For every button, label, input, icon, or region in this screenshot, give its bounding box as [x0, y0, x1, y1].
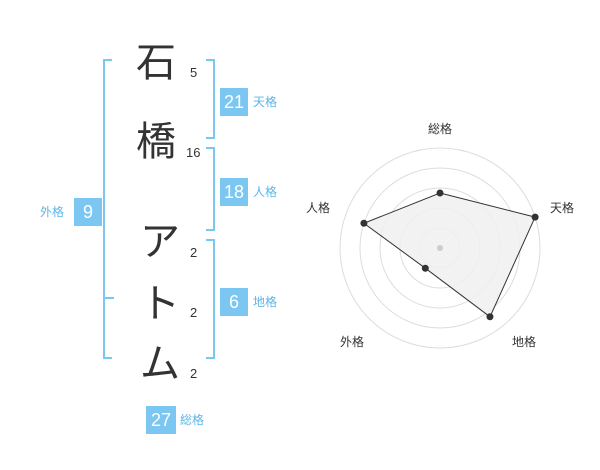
radar-axis-label-tenkaku: 天格: [550, 200, 574, 215]
stroke-count-3: 2: [190, 245, 198, 260]
radar-point: [436, 189, 444, 197]
radar-axis-label-jinkaku: 人格: [306, 200, 330, 215]
radar-point: [421, 264, 429, 272]
name-char-3: ア: [140, 219, 180, 265]
radar-shape: [362, 192, 536, 318]
stroke-count-2: 16: [186, 145, 201, 160]
stroke-count-1: 5: [190, 65, 198, 80]
name-char-2: 橋: [136, 119, 176, 165]
jinkaku-label: 人格: [253, 185, 278, 199]
radar-ring: [339, 147, 541, 349]
tenkaku-label: 天格: [253, 95, 278, 109]
chikaku-label: 地格: [253, 295, 278, 309]
radar-point: [531, 213, 539, 221]
gaikaku-bracket: [103, 59, 112, 359]
radar-axis-label-gaikaku: 外格: [340, 334, 364, 349]
tenkaku-value: 21: [220, 88, 248, 116]
stroke-count-5: 2: [190, 366, 198, 381]
chikaku-value: 6: [220, 288, 248, 316]
gaikaku-value: 9: [74, 198, 102, 226]
stroke-count-4: 2: [190, 305, 198, 320]
jinkaku-value: 18: [220, 178, 248, 206]
name-char-5: ム: [140, 341, 180, 387]
soukaku-label: 総格: [180, 413, 205, 427]
radar-points: [360, 189, 539, 321]
radar-center-dot: [437, 245, 443, 251]
radar-axis-label-chikaku: 地格: [512, 334, 536, 349]
name-char-4: ト: [140, 281, 180, 327]
name-char-1: 石: [136, 40, 176, 86]
radar-point: [486, 313, 494, 321]
soukaku-value: 27: [146, 406, 176, 434]
tenkaku-bracket: [206, 59, 215, 139]
gaikaku-label: 外格: [40, 205, 65, 219]
radar-axis-label-soukaku: 総格: [428, 121, 452, 136]
radar-point: [360, 219, 368, 227]
chikaku-bracket: [206, 239, 215, 359]
jinkaku-bracket: [206, 147, 215, 231]
